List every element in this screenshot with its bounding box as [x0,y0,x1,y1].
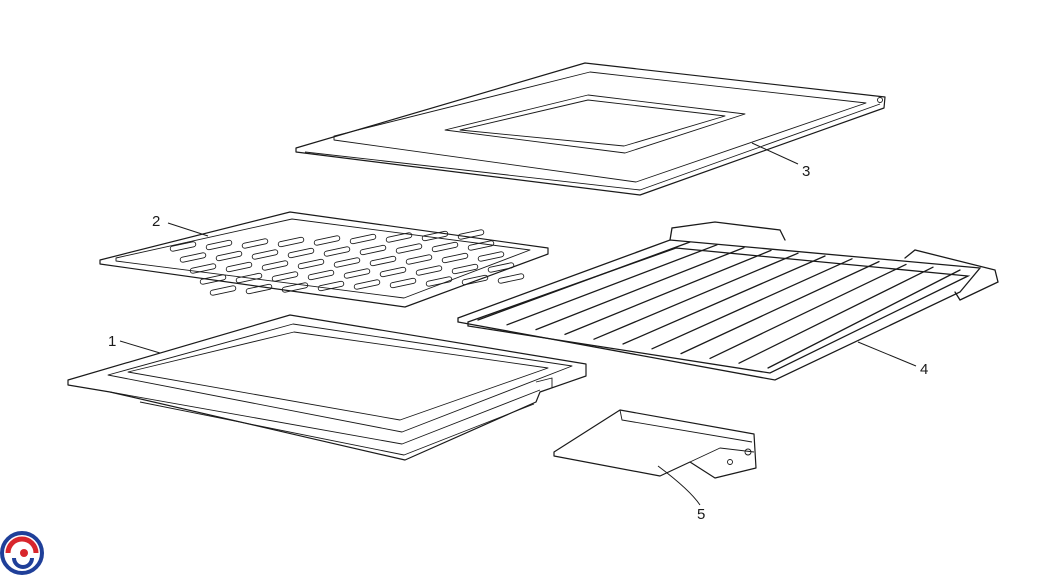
shelf-rod [506,244,718,326]
part-3-baking-sheet[interactable] [295,62,886,196]
perforation-slot [271,271,299,282]
perforation-slot [349,233,377,245]
perforation-slot [215,250,243,262]
perforation-slot [385,232,413,243]
callout-1: 1 [108,333,116,350]
leader-line-5 [657,465,701,506]
perforation-slot [169,241,197,252]
perforation-slot [225,261,253,273]
perforation-slot [343,268,371,279]
tray-perforations [169,229,525,296]
perforation-slot [287,247,315,259]
perforation-slot [451,263,479,275]
perforation-slot [251,249,279,260]
shelf-rod [709,263,907,360]
shelf-rod [680,260,880,355]
perforation-slot [379,266,407,278]
perforation-slot [497,273,525,284]
perforation-slot [369,255,397,267]
shelf-rod [651,258,853,350]
perforation-slot [333,257,361,268]
callout-3: 3 [802,163,810,180]
perforation-slot [441,252,469,264]
perforation-slot [457,229,485,240]
perforation-slot [359,244,387,256]
perforation-slot [281,282,309,293]
perforation-slot [405,254,433,265]
perforation-slot [421,230,449,242]
shelf-rod [564,249,772,336]
perforation-slot [487,262,515,273]
perforation-slot [307,269,335,281]
perforation-slot [461,274,489,286]
part-5-bracket-plate[interactable] [553,409,757,479]
callout-2: 2 [152,213,160,230]
perforation-slot [261,260,289,271]
perforation-slot [395,243,423,254]
shelf-wires [477,241,961,369]
shelf-rod [535,246,745,331]
shelf-rod [477,241,691,321]
perforation-slot [477,251,505,262]
perforation-slot [209,285,237,296]
perforation-slot [205,239,233,251]
perforation-slot [179,252,207,263]
perforation-slot [317,280,345,292]
part-1-roasting-pan[interactable] [67,314,587,461]
perforation-slot [245,283,273,295]
shelf-rod [622,255,826,345]
brand-swirl-icon [0,531,44,575]
perforation-slot [277,236,305,248]
leader-line-4 [857,341,917,367]
callout-5: 5 [697,506,705,523]
shelf-rod [767,269,961,369]
perforation-slot [353,279,381,290]
callout-4: 4 [920,361,928,378]
perforation-slot [189,263,217,274]
perforation-slot [297,258,325,270]
perforation-slot [389,277,417,289]
leader-line-3 [751,142,799,165]
perforation-slot [425,276,453,287]
part-4-wire-shelf[interactable] [457,221,999,381]
shelf-rod [738,266,934,364]
perforation-slot [235,272,263,284]
perforation-slot [313,235,341,246]
leader-line-2 [167,222,209,237]
shelf-rod [593,252,799,340]
perforation-slot [323,246,351,257]
leader-line-1 [119,340,161,354]
perforation-slot [241,238,269,249]
perforation-slot [467,240,495,251]
part-2-perforated-tray[interactable] [99,211,549,308]
perforation-slot [199,274,227,285]
perforation-slot [415,265,443,276]
perforation-slot [431,241,459,253]
